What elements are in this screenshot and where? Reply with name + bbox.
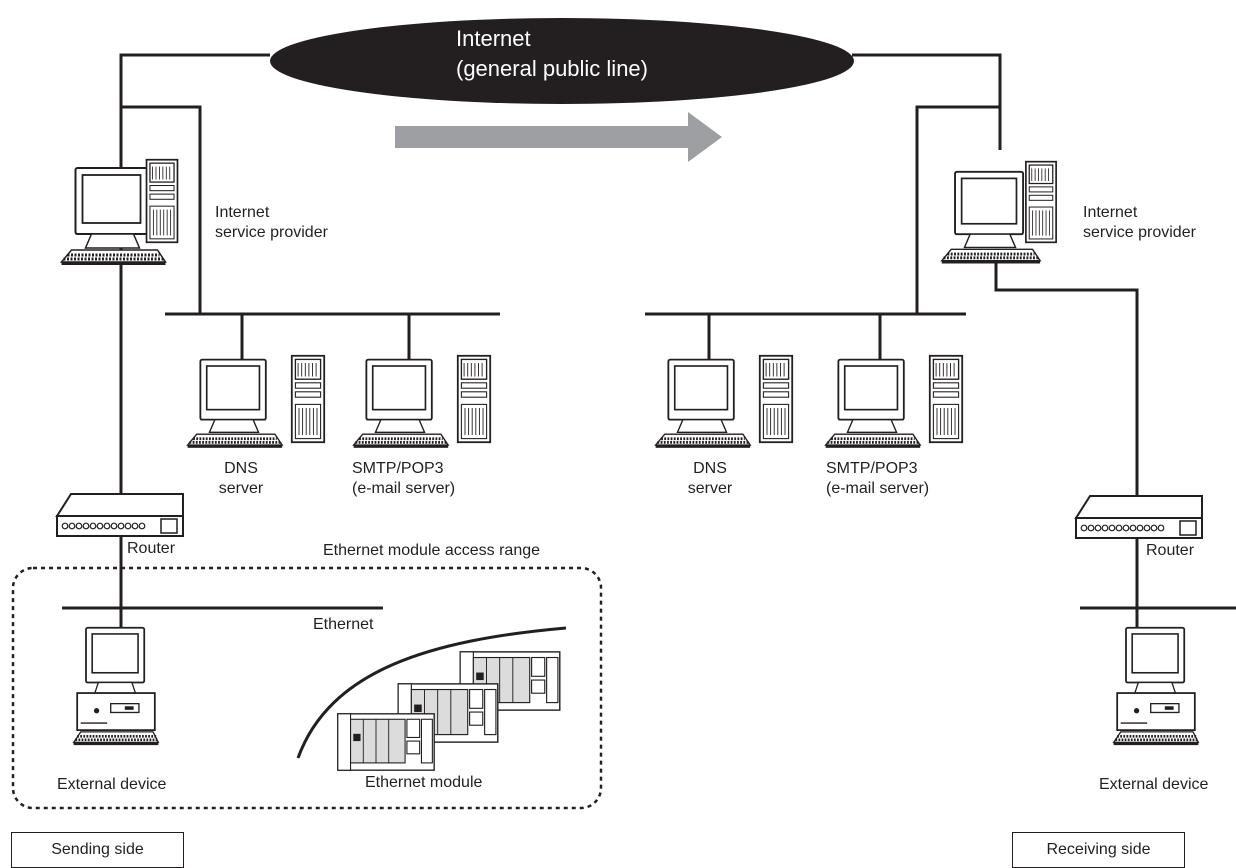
transfer-direction-arrow [395, 112, 722, 162]
receiving-router-label: Router [1146, 542, 1195, 559]
sending-isp-label: Internet service provider [215, 204, 328, 241]
receiving-email-server [824, 354, 964, 450]
module-separator-curve [296, 626, 567, 759]
receiving-email-server-label: SMTP/POP3 (e-mail server) [826, 460, 930, 497]
internet-cloud [270, 18, 854, 104]
sending-dns-server [186, 354, 326, 450]
sending-dns-label: DNS server [218, 460, 264, 497]
access-range-boundary [11, 566, 603, 810]
sending-side-box: Sending side [11, 832, 184, 868]
receiving-dns-server [654, 354, 794, 450]
sending-email-server-label: SMTP/POP3 (e-mail server) [352, 460, 456, 497]
ethernet-module-label: Ethernet module [365, 774, 483, 791]
receiving-isp-computer [940, 160, 1058, 266]
receiving-isp-label: Internet service provider [1083, 204, 1196, 241]
access-range-label: Ethernet module access range [323, 542, 541, 559]
receiving-external-device-label: External device [1099, 776, 1209, 793]
ethernet-label: Ethernet [313, 616, 374, 633]
sending-external-device [71, 626, 161, 747]
receiving-router [1075, 495, 1203, 539]
sending-external-device-label: External device [57, 776, 167, 793]
sending-network-lines [62, 53, 500, 628]
sending-isp-computer [59, 158, 179, 267]
receiving-side-box: Receiving side [1012, 832, 1185, 868]
receiving-external-device [1111, 626, 1201, 747]
ethernet-modules [337, 651, 561, 771]
sending-router-label: Router [127, 540, 176, 557]
sending-email-server [352, 354, 492, 450]
internet-label-line1: Internet [456, 26, 531, 51]
sending-router [56, 493, 184, 537]
internet-label: Internet (general public line) [456, 24, 648, 84]
internet-label-line2: (general public line) [456, 56, 648, 81]
receiving-dns-label: DNS server [687, 460, 733, 497]
